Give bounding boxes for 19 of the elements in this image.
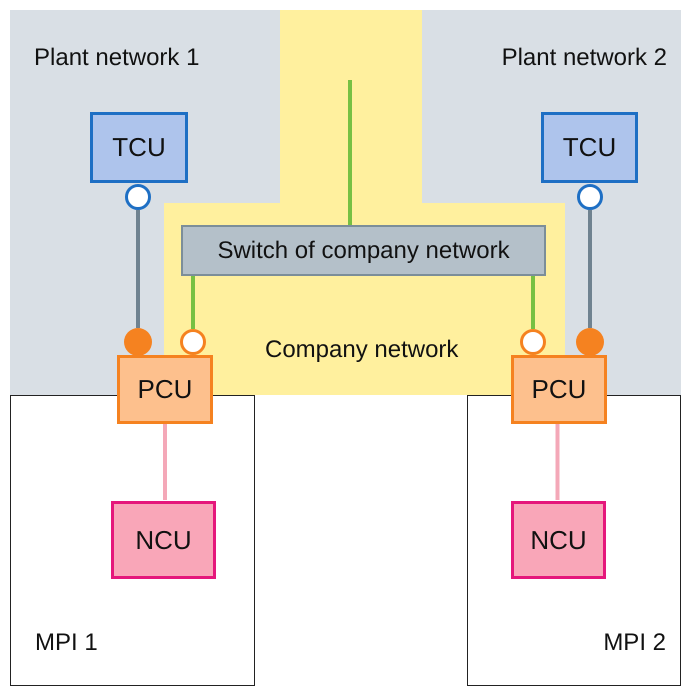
connector-line: [531, 276, 535, 329]
network-label: Plant network 2: [502, 43, 667, 73]
device-box: NCU: [511, 501, 606, 579]
device-box: PCU: [511, 355, 607, 424]
network-label: MPI 2: [603, 628, 666, 658]
network-label: Company network: [265, 335, 458, 365]
connector-line: [191, 276, 195, 329]
device-box: TCU: [90, 112, 188, 183]
network-label: Plant network 1: [34, 43, 200, 73]
connector-line: [588, 210, 592, 328]
network-label: MPI 1: [35, 628, 98, 658]
device-box: NCU: [111, 501, 216, 579]
connector-line: [556, 424, 560, 500]
device-box: TCU: [541, 112, 638, 183]
switch-box: Switch of company network: [181, 225, 546, 276]
connector-line: [348, 80, 352, 225]
device-box: PCU: [117, 355, 213, 424]
connector-line: [163, 424, 167, 500]
connector-line: [136, 210, 140, 328]
